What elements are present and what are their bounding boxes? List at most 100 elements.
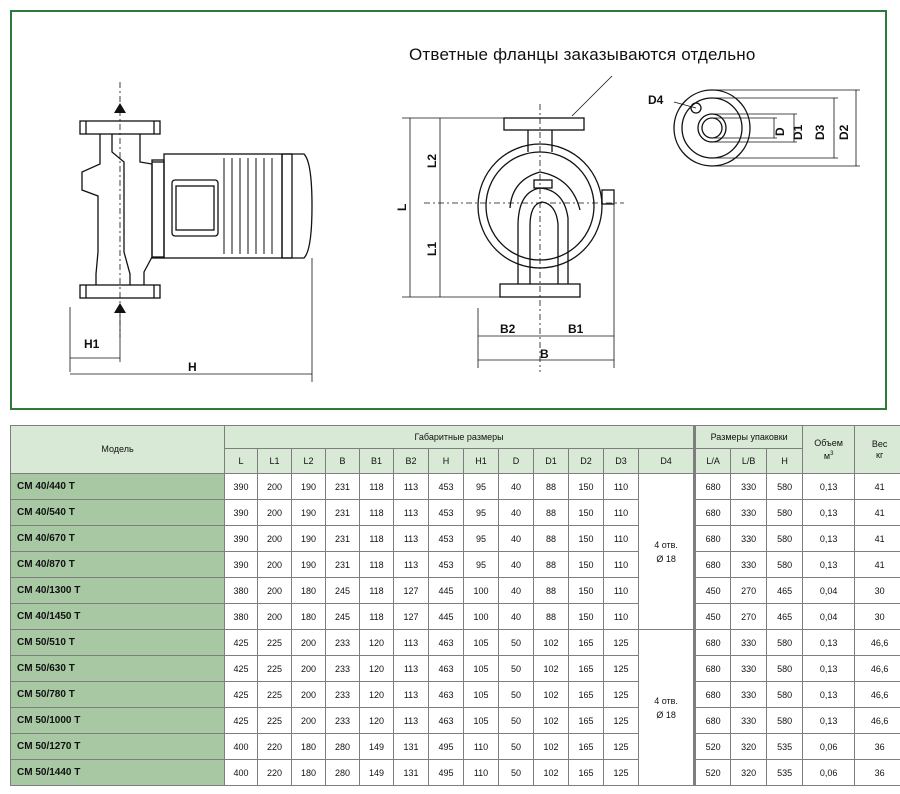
dim-cell-b: 245: [325, 577, 360, 604]
dim-cell-l2: 180: [291, 577, 326, 604]
dim-cell-l1: 200: [257, 525, 292, 552]
technical-drawing: H1 H L L2 L1 B2 B1 B D4 D D1 D3 D2 Ответ…: [10, 10, 887, 410]
dim-cell-l1: 220: [257, 733, 292, 760]
dim-cell-l1: 200: [257, 603, 292, 630]
dim-label-b: B: [540, 347, 549, 361]
pack-cell-h: 580: [766, 499, 804, 526]
pack-cell-l-a: 520: [693, 733, 732, 760]
pack-cell-l-a: 680: [693, 499, 732, 526]
volume-cell: 0,04: [802, 577, 856, 604]
pack-cell-l-b: 330: [730, 707, 768, 734]
col-header-pack-l-a: L/A: [693, 448, 732, 474]
dim-cell-b2: 127: [393, 603, 429, 630]
weight-unit: кг: [876, 449, 884, 460]
pack-cell-l-a: 520: [693, 759, 732, 786]
dim-cell-d3: 125: [603, 733, 639, 760]
pack-cell-l-b: 320: [730, 733, 768, 760]
volume-cell: 0,06: [802, 733, 856, 760]
dim-cell-l: 380: [224, 603, 258, 630]
dim-cell-h: 463: [428, 707, 464, 734]
dim-cell-d: 50: [498, 759, 534, 786]
dim-cell-h1: 105: [463, 655, 499, 682]
pack-cell-h: 580: [766, 551, 804, 578]
weight-header-label: Вес: [871, 438, 888, 449]
dim-cell-d2: 150: [568, 577, 604, 604]
weight-cell: 30: [854, 603, 900, 630]
dim-cell-h1: 95: [463, 499, 499, 526]
weight-cell: 36: [854, 759, 900, 786]
pack-cell-l-a: 680: [693, 629, 732, 656]
dim-cell-d2: 150: [568, 499, 604, 526]
dim-cell-d3: 125: [603, 655, 639, 682]
dim-cell-l1: 200: [257, 499, 292, 526]
dim-label-l2: L2: [425, 154, 439, 168]
dim-cell-l2: 180: [291, 733, 326, 760]
dim-cell-h: 453: [428, 499, 464, 526]
weight-cell: 46,6: [854, 629, 900, 656]
dim-cell-d2: 165: [568, 629, 604, 656]
dim-cell-d1: 88: [533, 499, 569, 526]
dim-cell-b2: 113: [393, 681, 429, 708]
volume-cell: 0,13: [802, 525, 856, 552]
dim-cell-d2: 165: [568, 681, 604, 708]
volume-unit: м: [823, 450, 831, 461]
dim-cell-d1: 102: [533, 655, 569, 682]
dim-cell-d1: 88: [533, 473, 569, 500]
dim-cell-d2: 165: [568, 707, 604, 734]
dim-cell-b: 231: [325, 551, 360, 578]
dim-cell-b2: 113: [393, 655, 429, 682]
dim-cell-h1: 95: [463, 473, 499, 500]
dim-cell-b2: 113: [393, 473, 429, 500]
dim-cell-d1: 102: [533, 759, 569, 786]
dim-cell-l2: 180: [291, 603, 326, 630]
col-header-d3: D3: [603, 448, 639, 474]
dim-label-b2: B2: [500, 322, 516, 336]
dim-cell-b2: 113: [393, 525, 429, 552]
dim-label-d: D: [773, 127, 787, 136]
dim-cell-d: 40: [498, 473, 534, 500]
dim-cell-d: 40: [498, 577, 534, 604]
volume-cell: 0,04: [802, 603, 856, 630]
dim-cell-b2: 113: [393, 629, 429, 656]
volume-cell: 0,13: [802, 499, 856, 526]
pack-cell-l-a: 680: [693, 707, 732, 734]
dim-cell-d1: 88: [533, 577, 569, 604]
dim-cell-b1: 118: [359, 603, 394, 630]
col-header-h: H: [428, 448, 464, 474]
pack-cell-h: 580: [766, 655, 804, 682]
dim-cell-l1: 225: [257, 707, 292, 734]
col-header-d1: D1: [533, 448, 569, 474]
pack-cell-l-b: 330: [730, 681, 768, 708]
dim-cell-d: 50: [498, 707, 534, 734]
model-cell: CM 40/670 T: [10, 525, 225, 552]
dim-cell-b: 231: [325, 499, 360, 526]
dim-cell-b2: 131: [393, 759, 429, 786]
dimensions-table-wrap: Модель Габаритные размеры Размеры упаков…: [10, 425, 900, 786]
dim-cell-d: 50: [498, 681, 534, 708]
pack-cell-l-b: 270: [730, 577, 768, 604]
volume-cell: 0,13: [802, 707, 856, 734]
pack-cell-l-a: 680: [693, 551, 732, 578]
weight-cell: 41: [854, 473, 900, 500]
dim-label-l: L: [395, 204, 409, 211]
dim-cell-h: 445: [428, 603, 464, 630]
dim-cell-b1: 118: [359, 577, 394, 604]
volume-cell: 0,13: [802, 681, 856, 708]
dim-cell-b1: 118: [359, 551, 394, 578]
model-cell: CM 50/630 T: [10, 655, 225, 682]
dim-cell-h: 495: [428, 759, 464, 786]
dim-cell-b: 233: [325, 707, 360, 734]
model-cell: CM 40/1300 T: [10, 577, 225, 604]
dim-cell-l2: 200: [291, 655, 326, 682]
dim-cell-h: 463: [428, 629, 464, 656]
volume-cell: 0,13: [802, 551, 856, 578]
dim-cell-d1: 88: [533, 525, 569, 552]
dim-cell-b: 245: [325, 603, 360, 630]
pack-cell-l-a: 450: [693, 577, 732, 604]
col-header-pack-l-b: L/B: [730, 448, 768, 474]
